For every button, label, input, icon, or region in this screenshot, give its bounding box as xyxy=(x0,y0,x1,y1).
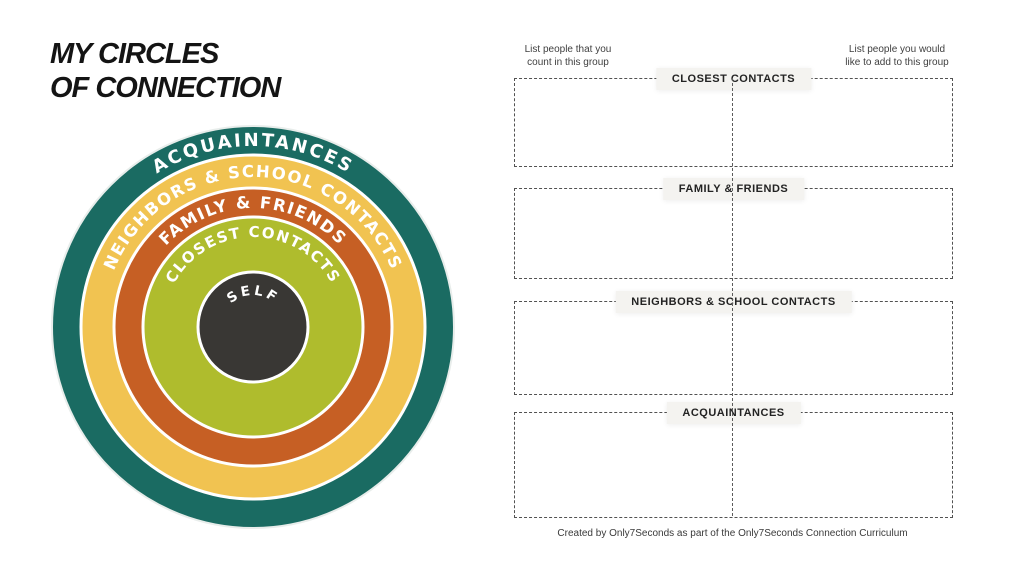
current-group-hint-line-2: count in this group xyxy=(527,57,609,69)
family-friends-current-list-area[interactable] xyxy=(515,189,734,278)
section-label-closest-contacts: CLOSEST CONTACTS xyxy=(655,68,812,90)
section-box-family-friends: FAMILY & FRIENDS xyxy=(514,178,953,279)
current-group-hint-line-1: List people that you xyxy=(524,44,612,55)
add-group-hint-line-2: like to add to this group xyxy=(845,57,949,69)
section-box-acquaintances: ACQUAINTANCES xyxy=(514,402,953,518)
circles-of-connection-diagram: ACQUAINTANCES NEIGHBORS & SCHOOL CONTACT… xyxy=(51,125,455,529)
acquaintances-add-list-area[interactable] xyxy=(734,413,953,517)
neighbors-school-contacts-current-list-area[interactable] xyxy=(515,302,734,394)
section-label-neighbors-school-contacts: NEIGHBORS & SCHOOL CONTACTS xyxy=(615,291,852,313)
section-box-neighbors-school-contacts: NEIGHBORS & SCHOOL CONTACTS xyxy=(514,291,953,395)
neighbors-school-contacts-add-list-area[interactable] xyxy=(734,302,953,394)
acquaintances-current-list-area[interactable] xyxy=(515,413,734,517)
column-divider-dashed-line xyxy=(732,78,733,516)
closest-contacts-add-list-area[interactable] xyxy=(734,79,953,166)
section-label-acquaintances: ACQUAINTANCES xyxy=(666,402,801,424)
add-group-hint-line-1: List people you would xyxy=(848,44,946,55)
current-group-hint: List people that you count in this group xyxy=(493,43,643,69)
family-friends-add-list-area[interactable] xyxy=(734,189,953,278)
add-group-hint: List people you would like to add to thi… xyxy=(822,43,972,69)
page-title: MY CIRCLES OF CONNECTION xyxy=(50,38,281,105)
section-label-family-friends: FAMILY & FRIENDS xyxy=(662,178,805,200)
closest-contacts-current-list-area[interactable] xyxy=(515,79,734,166)
footer-credit: Created by Only7Seconds as part of the O… xyxy=(557,528,908,539)
page-title-line-2: OF CONNECTION xyxy=(50,71,281,104)
page-title-line-1: MY CIRCLES xyxy=(50,38,219,70)
section-box-closest-contacts: CLOSEST CONTACTS xyxy=(514,68,953,167)
circle-self xyxy=(196,270,310,384)
